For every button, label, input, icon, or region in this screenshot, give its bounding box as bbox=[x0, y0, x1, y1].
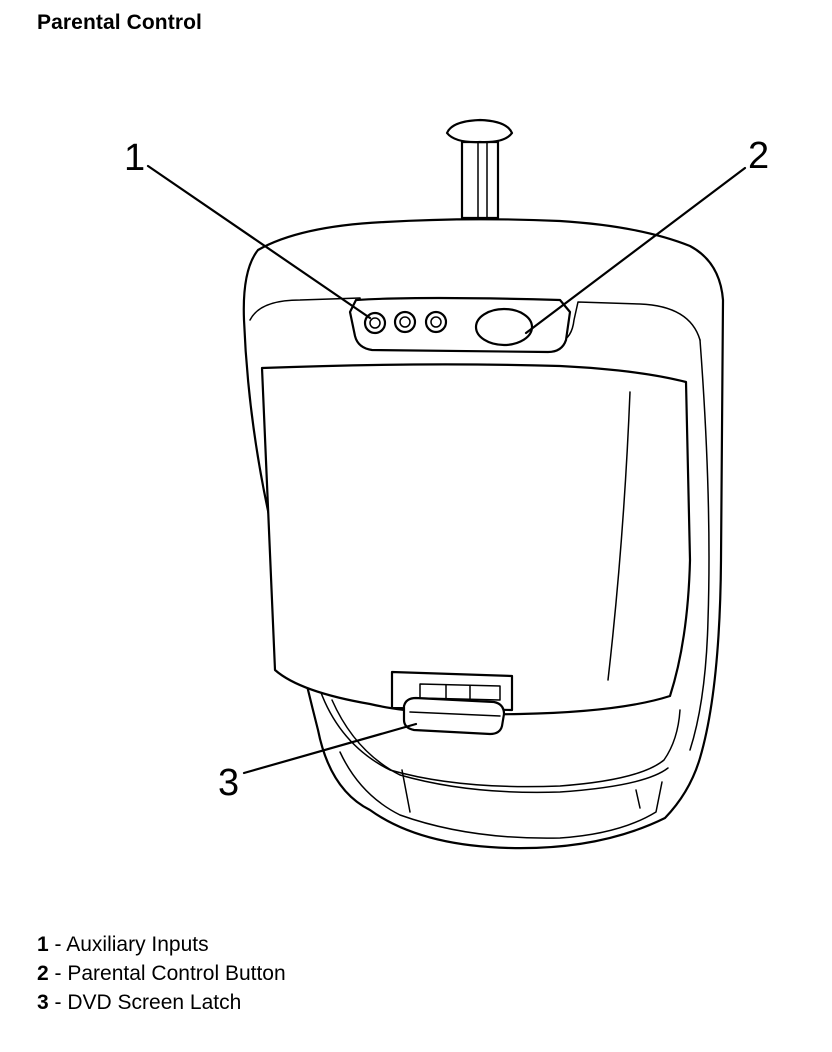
legend-separator: - bbox=[54, 962, 62, 985]
legend-row-3: 3 - DVD Screen Latch bbox=[37, 988, 286, 1017]
legend-label: DVD Screen Latch bbox=[67, 991, 242, 1014]
auxiliary-input-panel bbox=[348, 296, 572, 354]
callout-number-1: 1 bbox=[124, 137, 145, 179]
parental-control-button bbox=[474, 307, 534, 347]
legend-number: 1 bbox=[37, 933, 49, 956]
callout-number-2: 2 bbox=[748, 135, 769, 177]
leader-line-3 bbox=[242, 722, 418, 775]
callout-legend: 1 - Auxiliary Inputs 2 - Parental Contro… bbox=[37, 930, 286, 1017]
legend-label: Auxiliary Inputs bbox=[66, 933, 209, 956]
mounting-post bbox=[445, 118, 514, 220]
diagram-title: Parental Control bbox=[37, 11, 202, 34]
dvd-screen-latch bbox=[390, 670, 514, 736]
leader-line-2 bbox=[524, 166, 747, 335]
legend-row-1: 1 - Auxiliary Inputs bbox=[37, 930, 286, 959]
leader-line-1 bbox=[146, 164, 372, 320]
legend-label: Parental Control Button bbox=[67, 962, 286, 985]
callout-number-3: 3 bbox=[218, 762, 239, 804]
legend-number: 2 bbox=[37, 962, 49, 985]
legend-separator: - bbox=[54, 933, 62, 956]
auxiliary-jack-2 bbox=[393, 310, 417, 334]
dvd-screen-panel bbox=[260, 363, 692, 716]
legend-number: 3 bbox=[37, 991, 49, 1014]
legend-separator: - bbox=[54, 991, 62, 1014]
legend-row-2: 2 - Parental Control Button bbox=[37, 959, 286, 988]
auxiliary-jack-3 bbox=[424, 310, 448, 334]
